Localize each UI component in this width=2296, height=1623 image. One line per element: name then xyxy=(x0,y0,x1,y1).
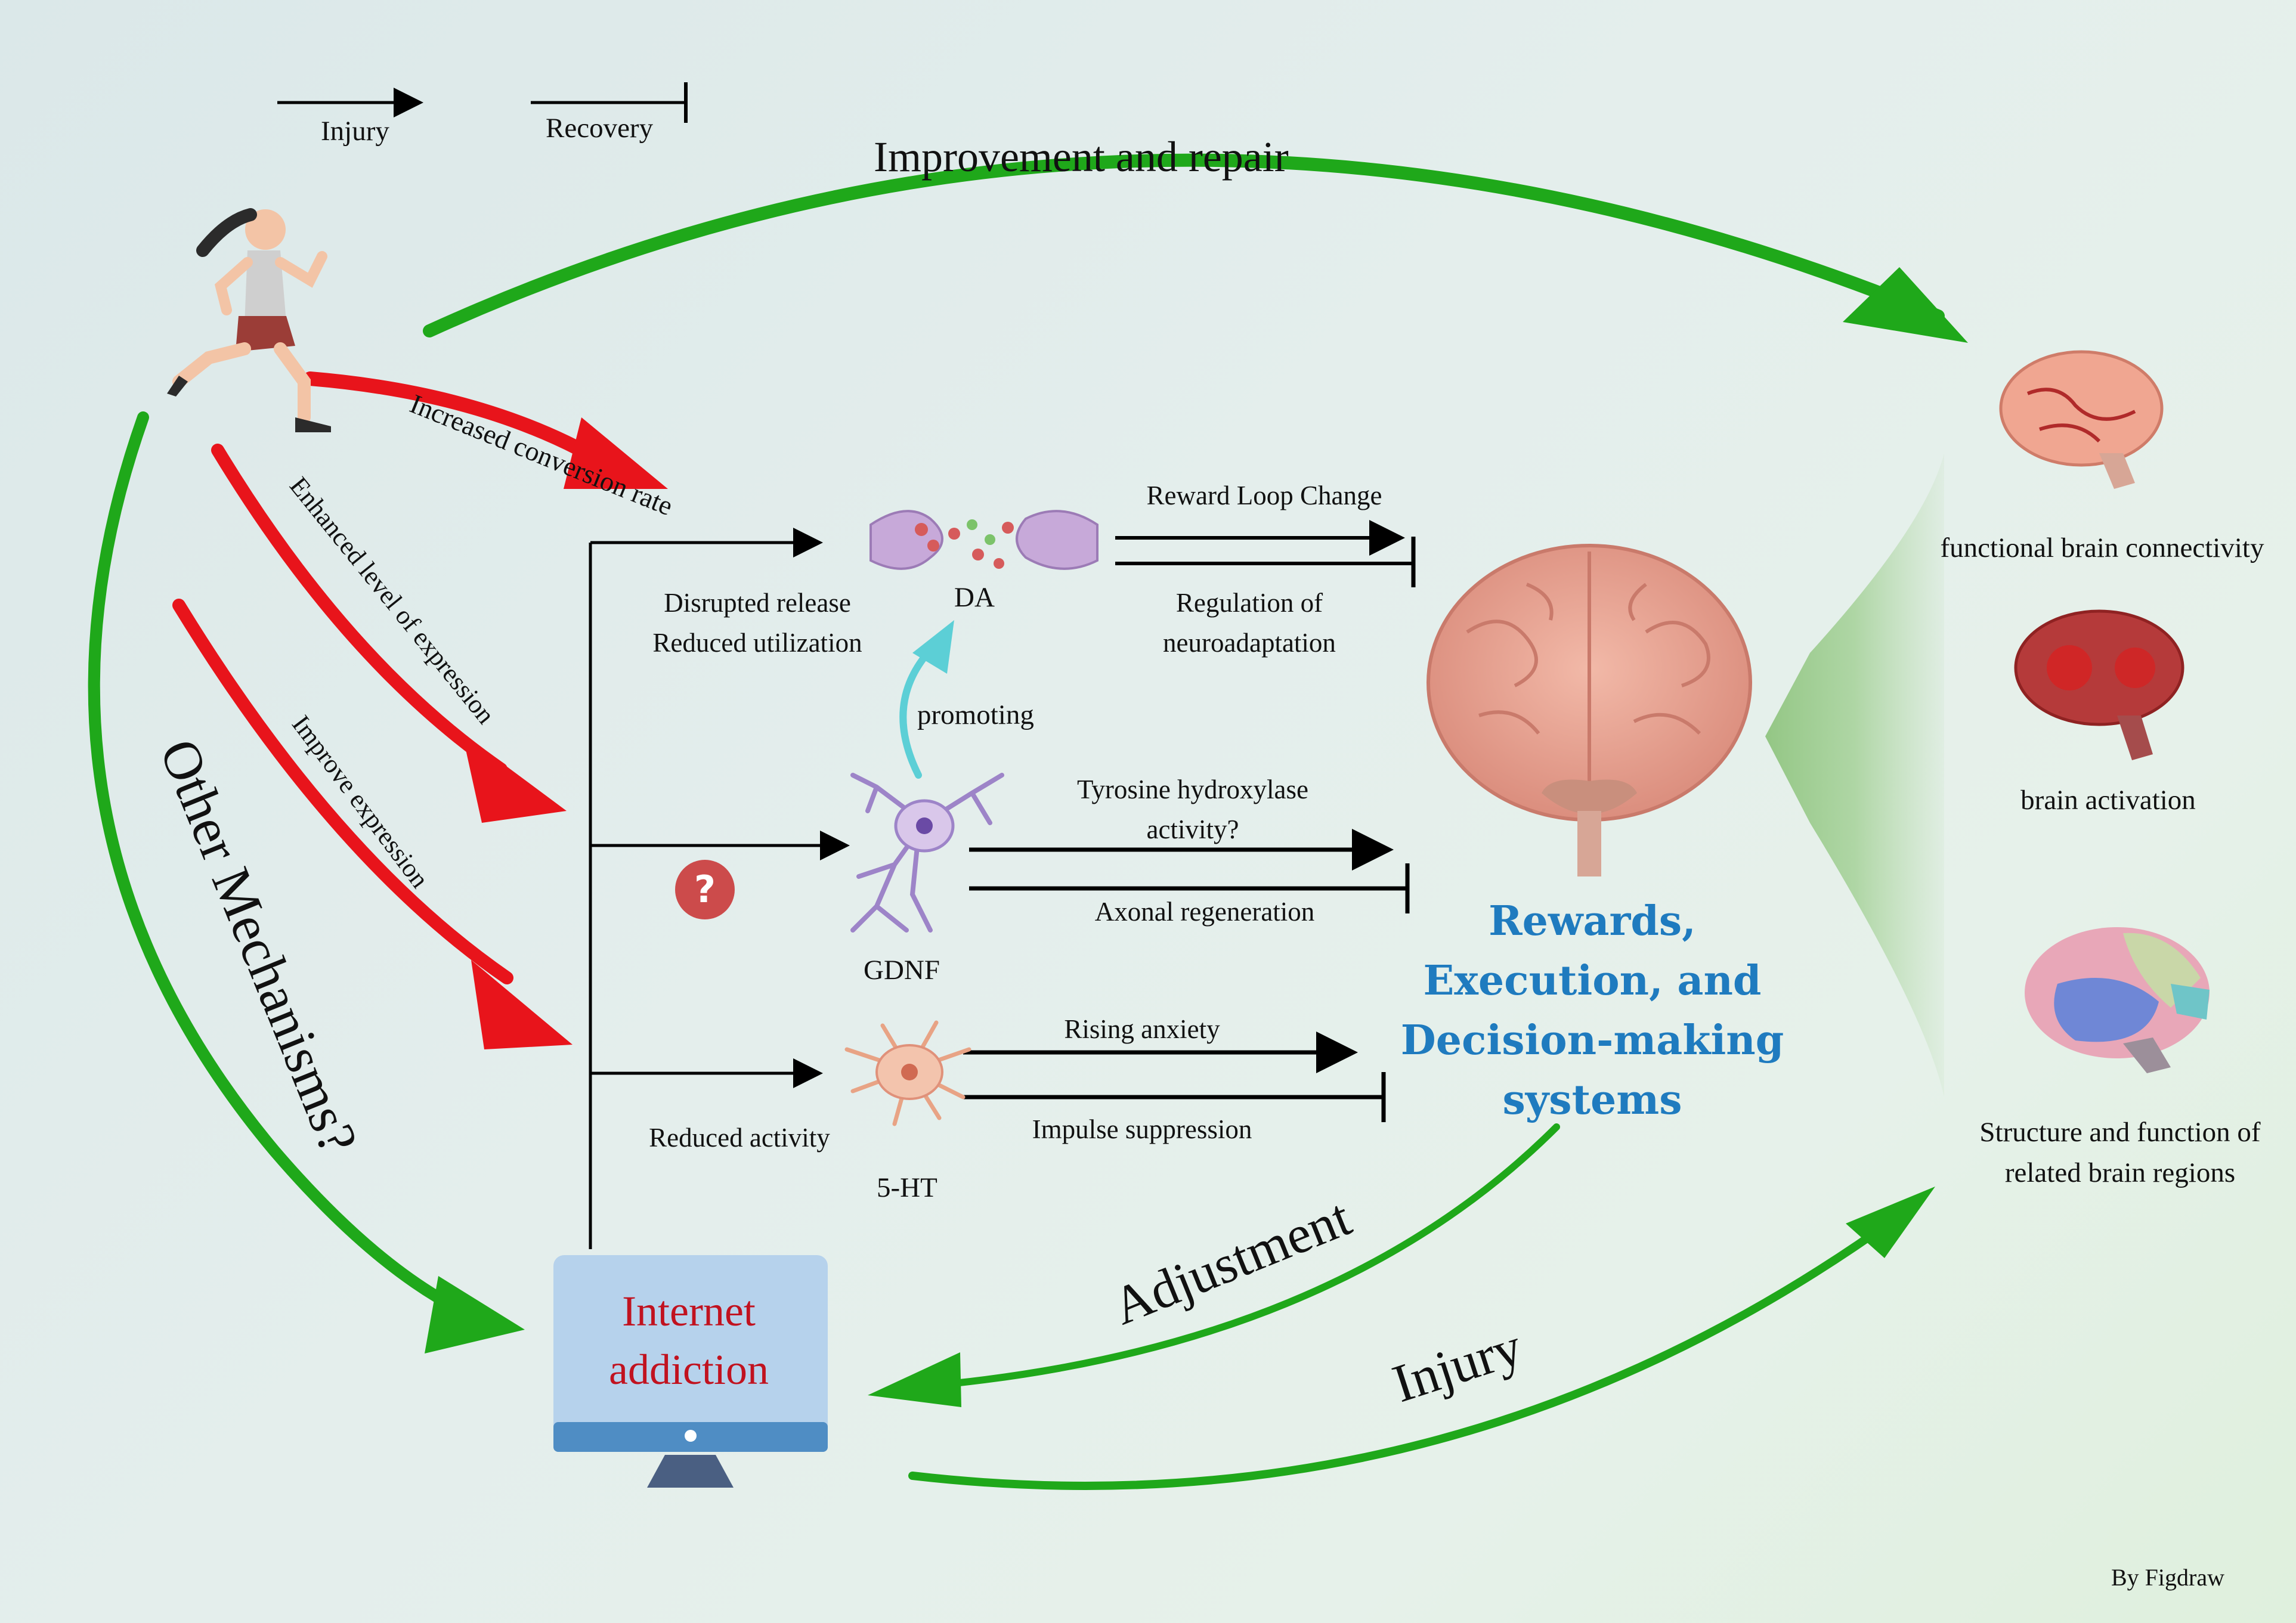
core-system-line3: Decision-making xyxy=(1400,1017,1784,1064)
serotonin-effect-label: Reduced activity xyxy=(649,1123,830,1153)
tyrosine-line1: Tyrosine hydroxylase xyxy=(1076,775,1308,804)
promoting-label: promoting xyxy=(917,699,1034,730)
bottom-injury-arrow xyxy=(908,1209,1907,1490)
dopamine-effect-line2: Reduced utilization xyxy=(652,628,862,658)
internet-addiction-line1: Internet xyxy=(622,1287,756,1335)
credit-label: By Figdraw xyxy=(2111,1564,2224,1591)
anxiety-label: Rising anxiety xyxy=(1064,1014,1220,1044)
tyrosine-line2: activity? xyxy=(1146,814,1239,844)
structure-line1: Structure and function of xyxy=(1979,1117,2261,1148)
adjustment-arrowhead xyxy=(868,1352,961,1407)
bottom-injury-arrowhead xyxy=(1846,1187,1935,1258)
structure-line2: related brain regions xyxy=(2004,1157,2236,1188)
legend xyxy=(277,82,688,123)
expression-level-arrow xyxy=(211,444,508,776)
central-brain xyxy=(1427,544,1752,876)
impulse-label: Impulse suppression xyxy=(1032,1114,1252,1144)
other-mechanisms-arrow xyxy=(88,411,483,1324)
neuroadaptation-line2: neuroadaptation xyxy=(1163,628,1336,658)
connectivity-brain xyxy=(1999,350,2164,489)
core-system-label: Rewards, Execution, and Decision-making … xyxy=(1390,891,1795,1130)
recovery-legend-label: Recovery xyxy=(546,113,654,144)
core-system-line1: Rewards, xyxy=(1489,897,1696,945)
regions-brain xyxy=(2025,927,2210,1073)
improvement-arrow xyxy=(423,153,1945,337)
brain-outcome-fan xyxy=(1765,453,1944,1097)
conversion-arrowhead xyxy=(564,417,668,489)
internet-addiction-label: Internet addiction xyxy=(558,1282,820,1399)
conversion-arrow xyxy=(303,371,615,472)
improve-expression-arrow xyxy=(172,599,513,984)
dopamine-synapse xyxy=(869,510,1099,570)
reward-loop-label: Reward Loop Change xyxy=(1146,481,1382,510)
improve-expression-arrowhead xyxy=(471,960,573,1049)
injury-legend-label: Injury xyxy=(321,116,389,147)
adjustment-arrow xyxy=(951,1123,1560,1387)
connectivity-label: functional brain connectivity xyxy=(1940,532,2264,563)
internet-addiction-line2: addiction xyxy=(609,1346,769,1393)
neuroadaptation-line1: Regulation of xyxy=(1175,588,1323,618)
serotonin-label: 5-HT xyxy=(877,1172,937,1203)
improvement-arrowhead xyxy=(1843,267,1968,343)
promoting-arrow xyxy=(899,646,934,779)
core-system-line4: systems xyxy=(1502,1076,1682,1124)
dopamine-label: DA xyxy=(954,582,995,613)
core-system-line2: Execution, and xyxy=(1423,957,1762,1005)
expression-level-arrowhead xyxy=(462,733,567,823)
unknown-mechanism-badge: ? xyxy=(675,860,735,919)
activation-label: brain activation xyxy=(2020,785,2196,816)
promoting-arrowhead xyxy=(912,620,954,674)
gdnf-neuron xyxy=(850,773,1004,933)
dopamine-effect-line1: Disrupted release xyxy=(664,588,851,618)
gdnf-label: GDNF xyxy=(864,955,940,986)
other-mechanisms-arrowhead xyxy=(425,1276,525,1353)
runner-figure xyxy=(167,208,331,432)
computer-monitor xyxy=(553,1255,828,1488)
activation-brain xyxy=(2014,609,2184,760)
improvement-label: Improvement and repair xyxy=(874,133,1289,181)
axonal-label: Axonal regeneration xyxy=(1094,897,1315,927)
